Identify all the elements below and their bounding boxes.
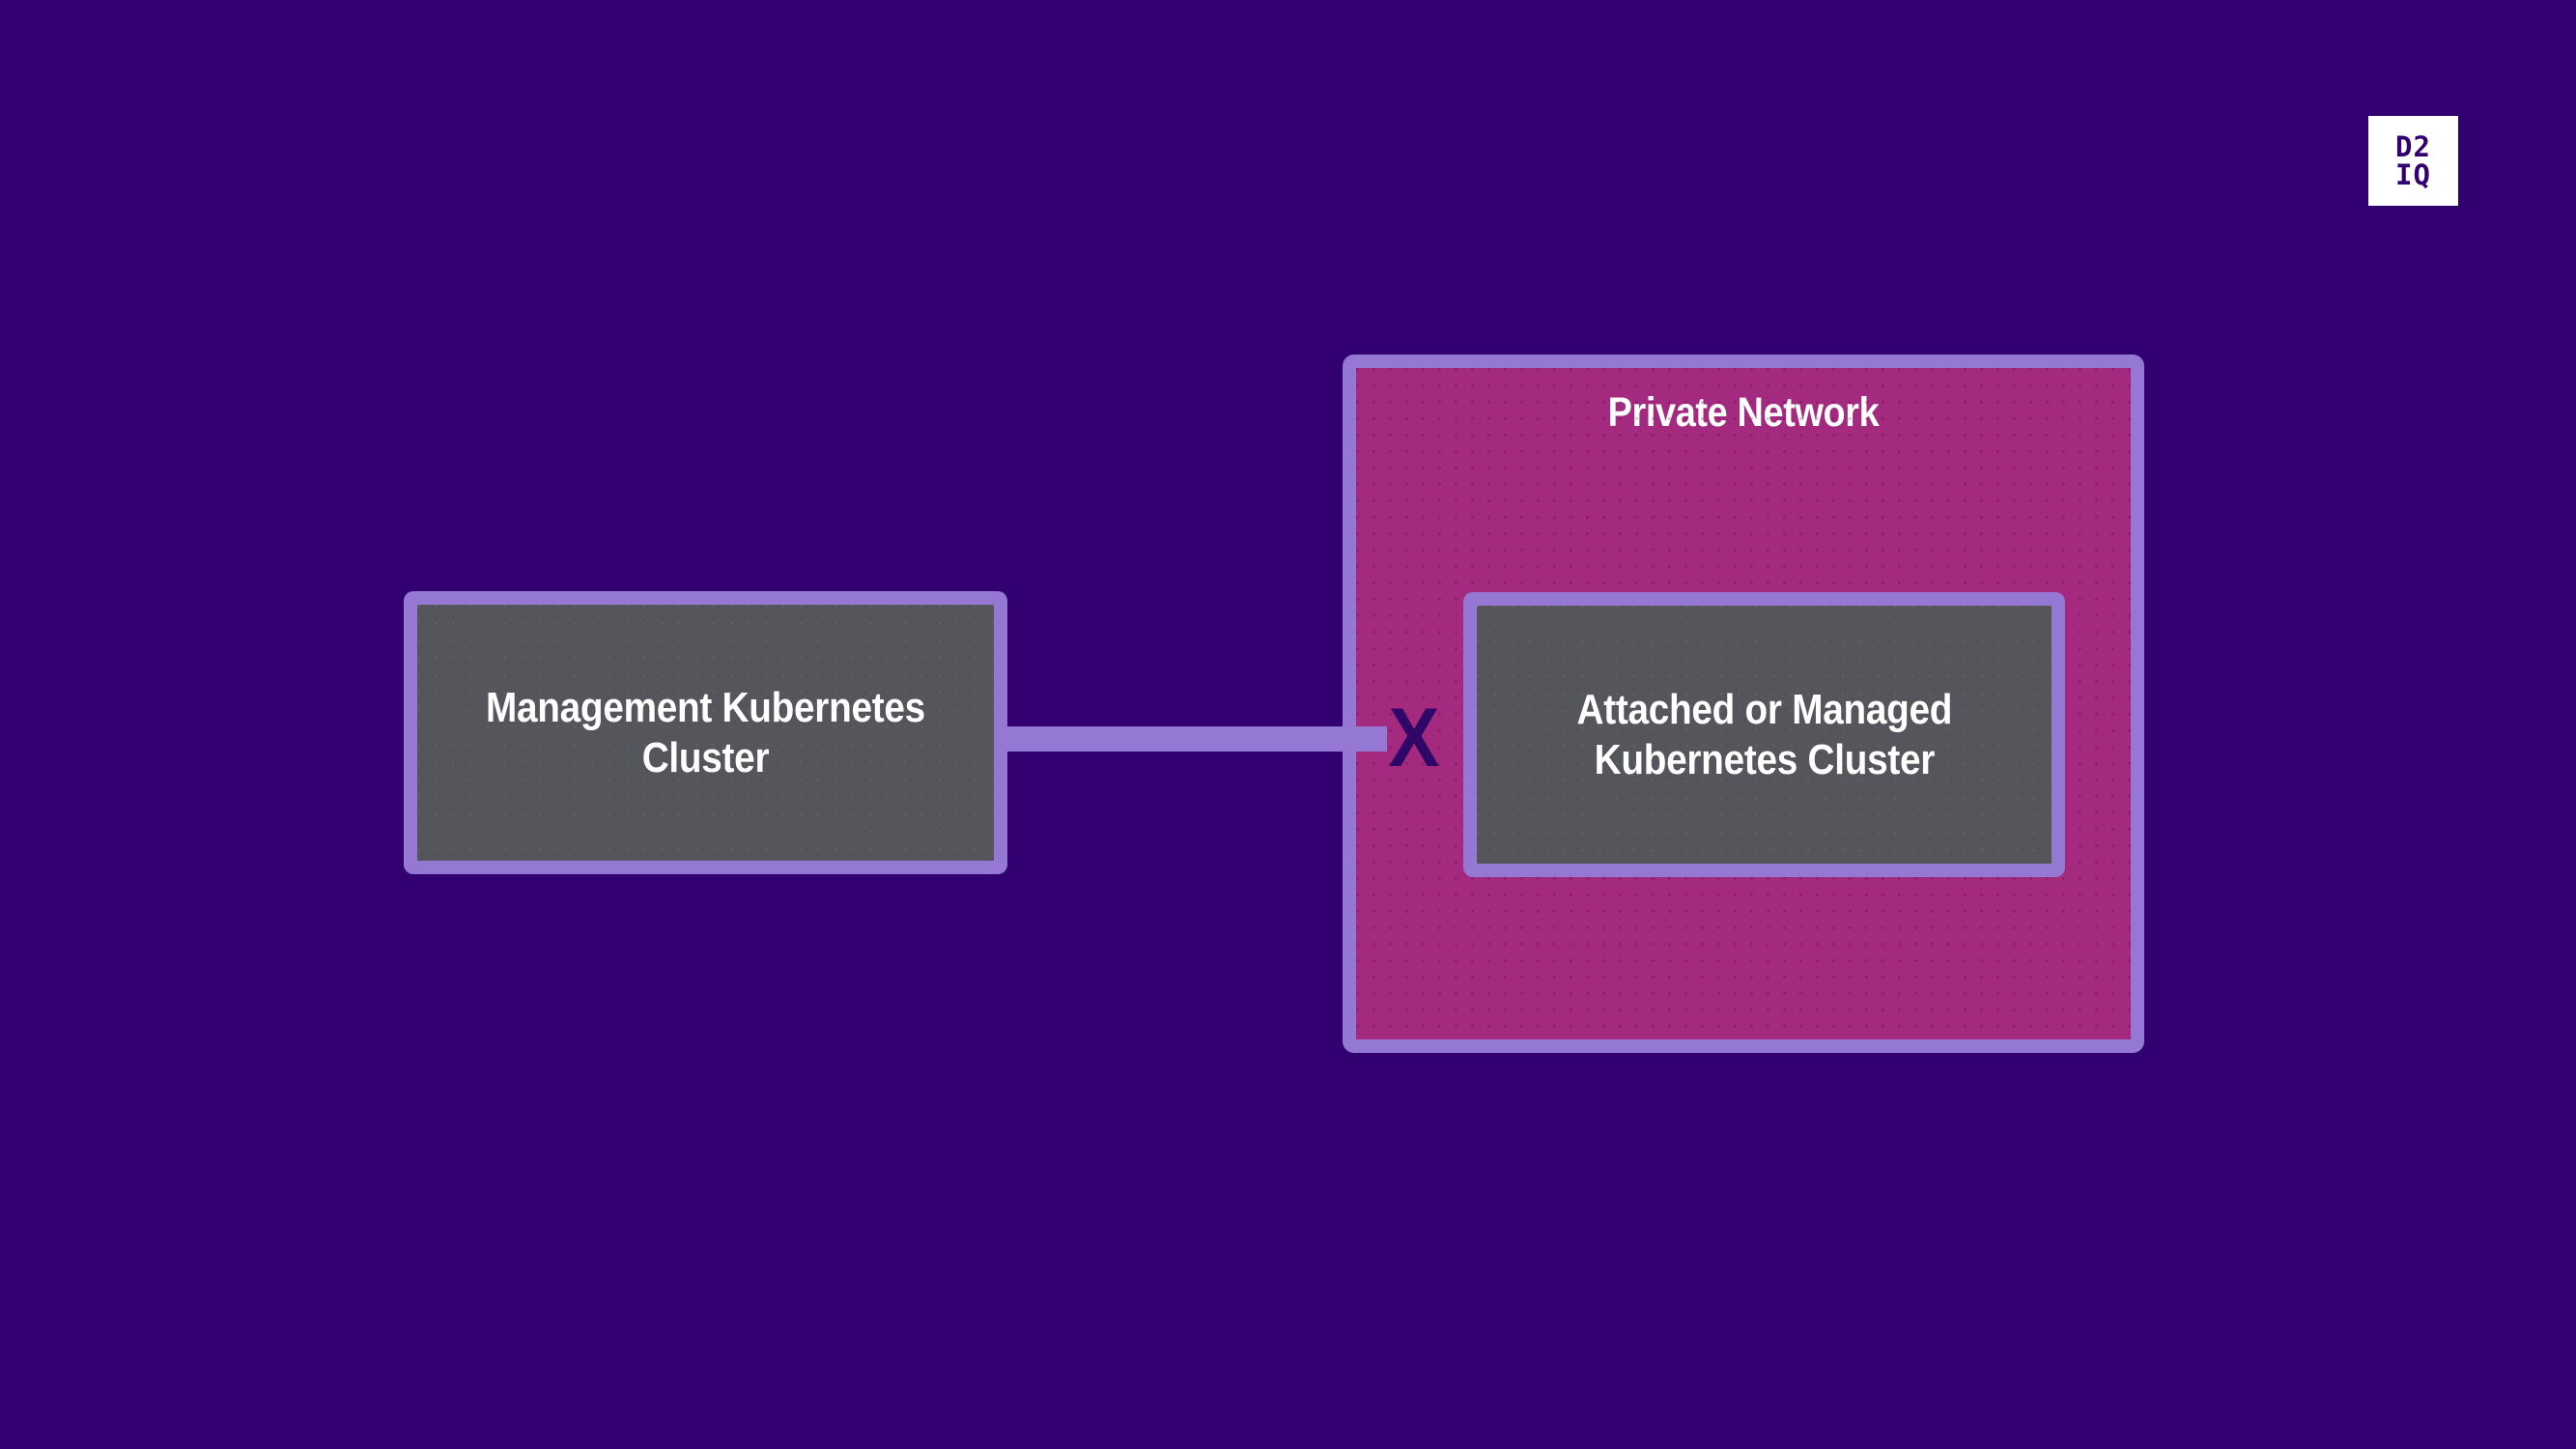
brand-logo-line-1: D2 [2395,130,2431,164]
connection-blocked-x-icon: X [1388,692,1440,784]
connector-line-management-to-attached [1001,726,1387,752]
brand-logo: D2 IQ [2368,116,2458,206]
brand-logo-line-2: IQ [2395,157,2431,191]
private-network-title: Private Network [1607,389,1880,436]
